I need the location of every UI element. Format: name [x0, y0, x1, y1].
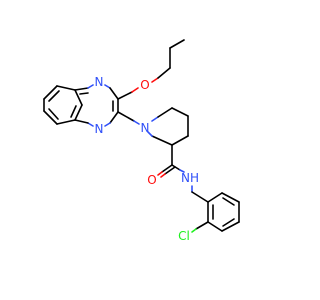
propoxy-chain: [117, 39, 185, 100]
amide-group: [157, 144, 209, 203]
chlorophenyl-ring: [191, 192, 240, 233]
atom-label-n-top: N: [95, 75, 104, 89]
atom-label-o-carbonyl: O: [147, 173, 156, 187]
bond-quinoxaline-piperidine: [117, 111, 135, 122]
atom-label-nh-amide: NH: [181, 171, 199, 185]
atom-label-n-bottom: N: [95, 122, 104, 136]
pyrazine-ring: [74, 84, 119, 127]
benzo-ring: [43, 85, 83, 125]
atom-label-o-propoxy: O: [140, 78, 149, 92]
structure-canvas: N N O N O NH Cl: [43, 39, 240, 243]
bond-quinoxaline-piperidine-n: [133, 120, 140, 125]
piperidine-ring: [147, 107, 189, 146]
molecule-drawing: N N O N O NH Cl: [43, 39, 240, 243]
atom-label-n-piperidine: N: [141, 121, 150, 135]
atom-label-cl: Cl: [178, 229, 190, 243]
